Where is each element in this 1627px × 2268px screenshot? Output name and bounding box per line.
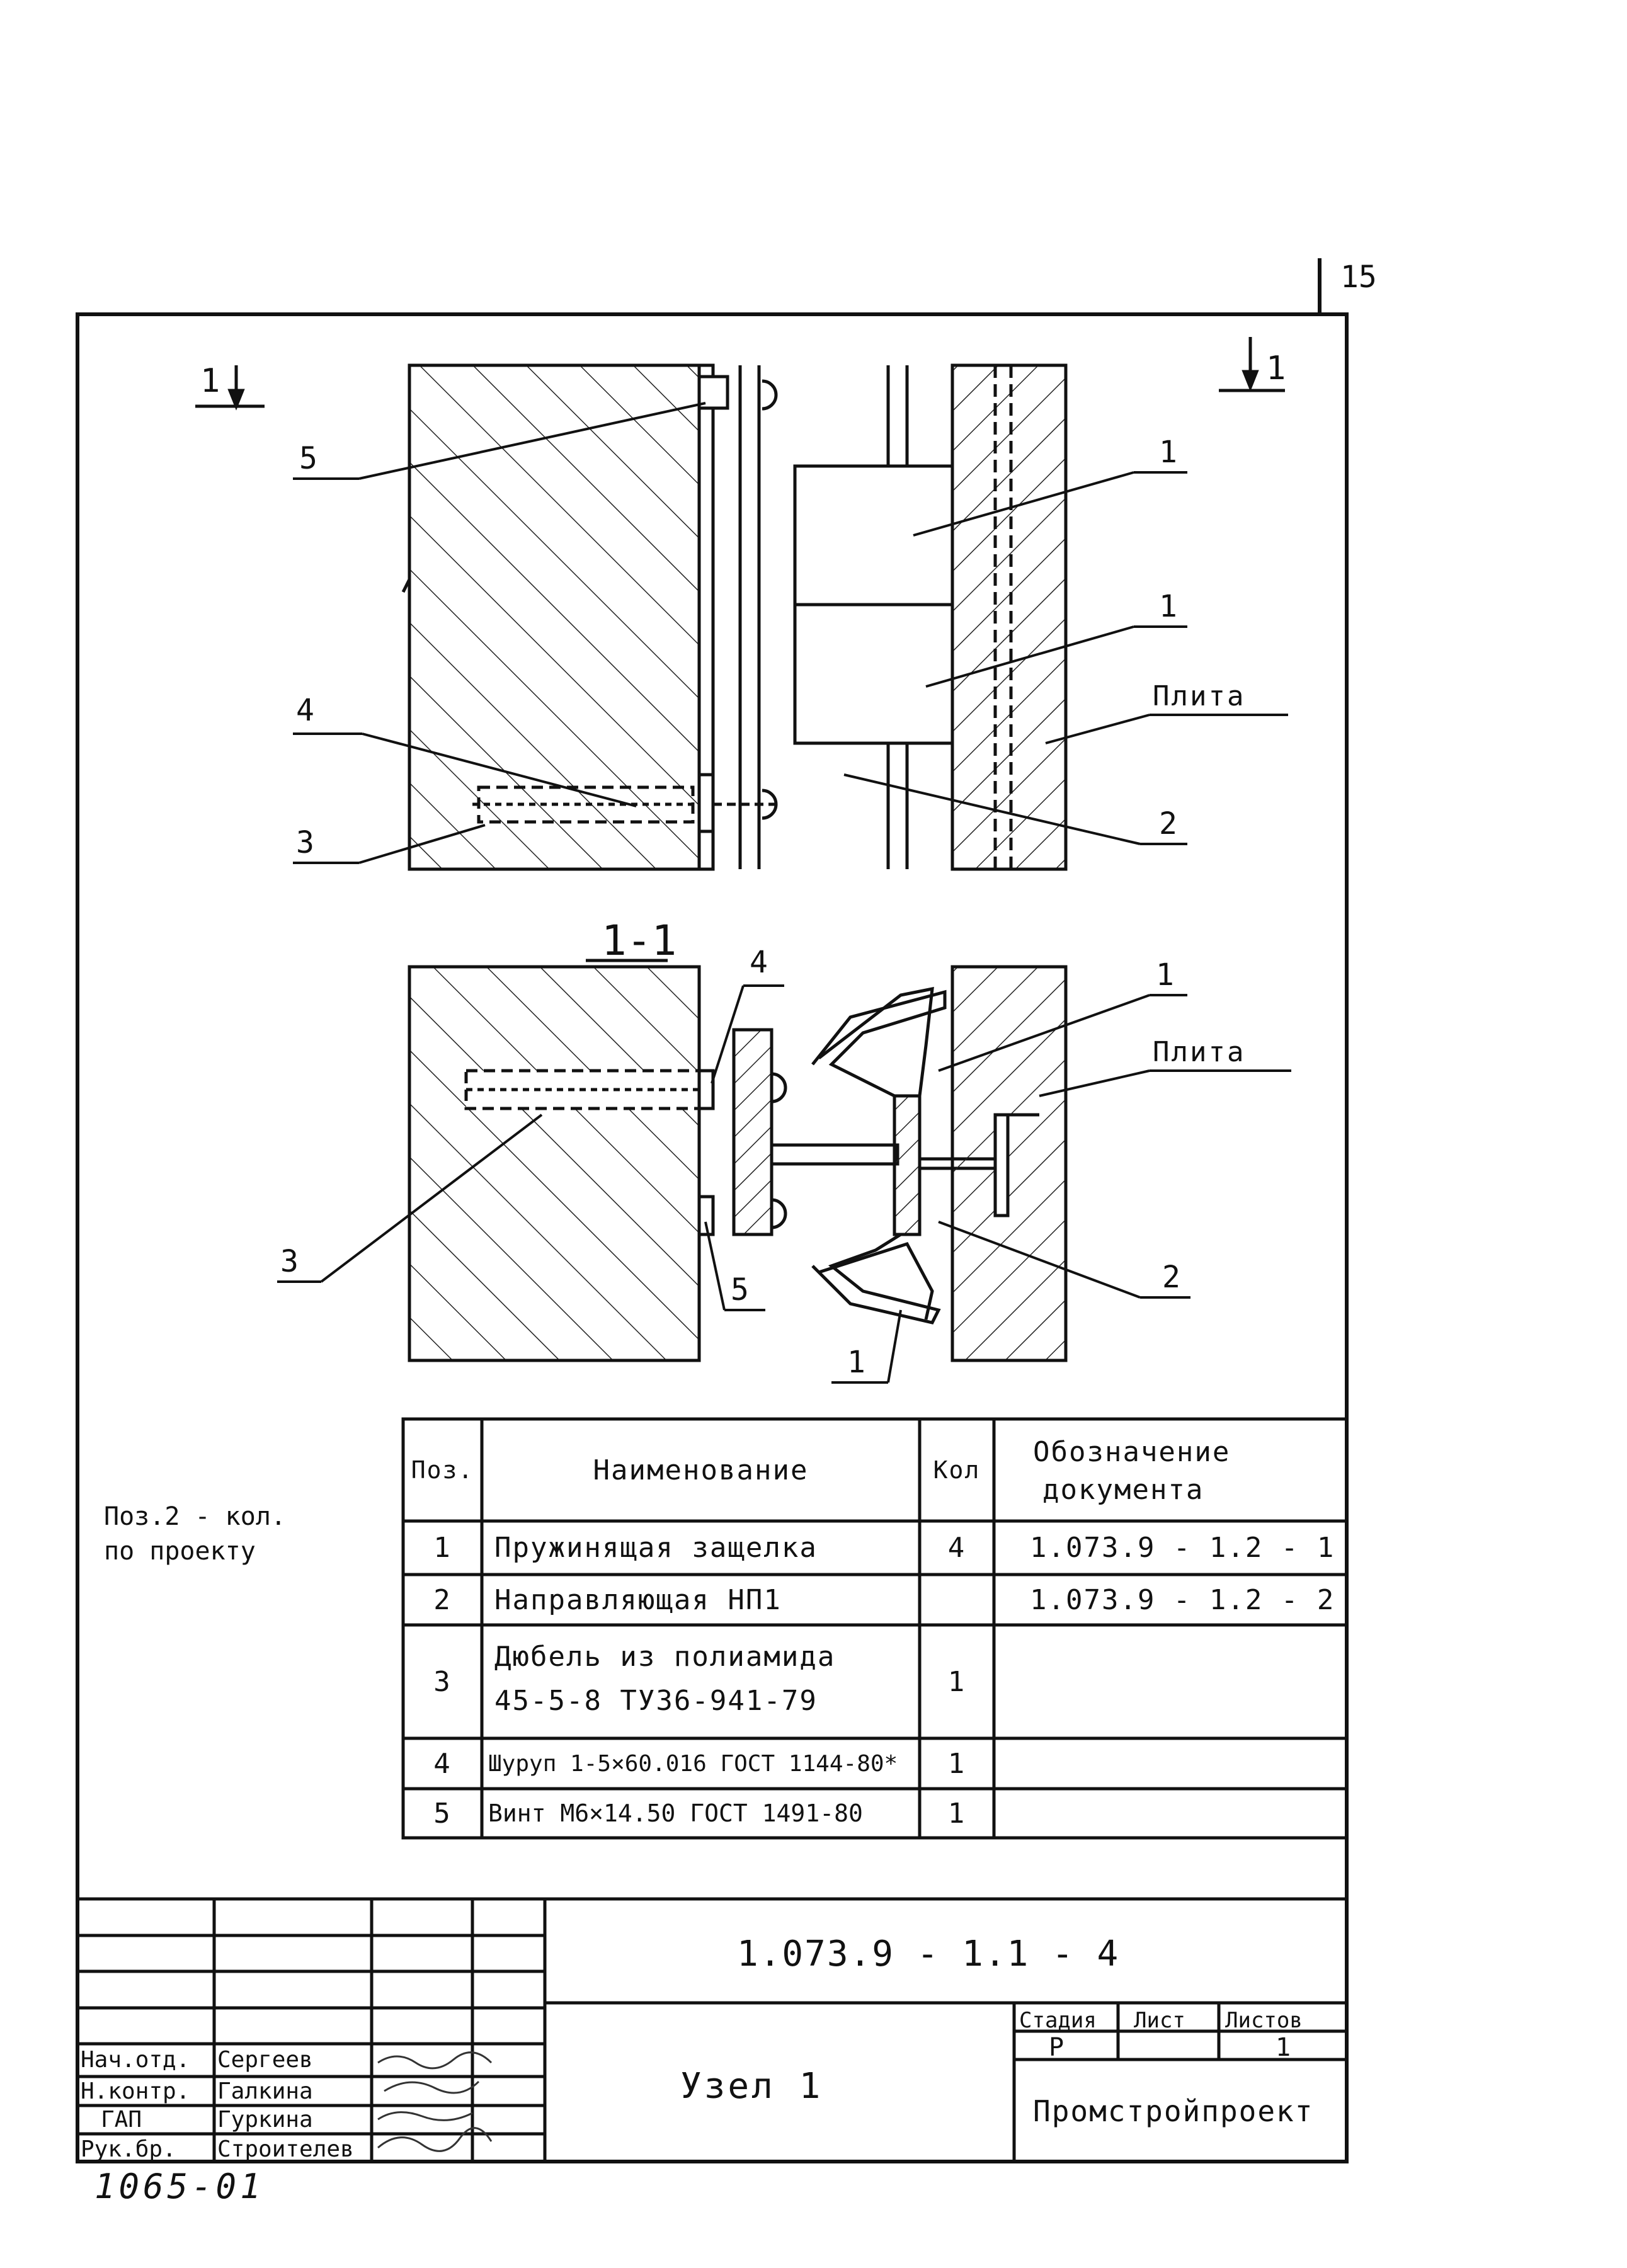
spec-row-4-name: Шуруп 1-5×60.016 ГОСТ 1144-80* [488,1750,898,1777]
callout-top-4: 4 [296,693,314,728]
callout-sec-4: 4 [750,945,768,980]
spec-row-3-pos: 3 [433,1665,452,1698]
spec-row-1-doc: 1.073.9 - 1.2 - 1 [1030,1532,1335,1564]
signature-role-2: Н.контр. [81,2078,190,2104]
drawing-title: Узел 1 [680,2066,823,2107]
signature-name-4: Строителев [217,2136,354,2162]
sheets-label: Листов [1225,2008,1303,2033]
callout-sec-2: 2 [1162,1260,1180,1295]
section-leaders [277,984,1291,1384]
spec-row-3-name-2: 45-5-8 ТУ36-941-79 [494,1685,818,1717]
spec-row-4-doc [1030,1738,1345,1789]
callout-sec-3: 3 [280,1244,299,1279]
spec-table-grid [401,1417,1349,1840]
spec-header-pos: Поз. [411,1456,474,1484]
callout-top-3: 3 [296,825,314,860]
spec-header-qty: Кол [933,1456,981,1484]
spec-row-2-doc: 1.073.9 - 1.2 - 2 [1030,1583,1335,1616]
section-mark-right: 1 [1266,350,1286,387]
callout-top-slab: Плита [1153,680,1246,712]
signature-name-1: Сергеев [217,2047,313,2073]
spec-row-1-qty: 4 [947,1532,966,1564]
spec-row-5-doc [1030,1789,1345,1838]
sheet-frame [76,258,1349,2163]
section-mark-left: 1 [200,362,220,400]
spec-row-5-pos: 5 [433,1797,452,1830]
spec-row-1-name: Пружинящая защелка [494,1532,818,1564]
top-view [401,363,1068,871]
inventory-number: 1065-01 [94,2167,265,2206]
signature-scribbles [377,2051,493,2152]
spec-row-5-name: Винт М6×14.50 ГОСТ 1491-80 [488,1799,863,1827]
stage-label: Стадия [1019,2008,1097,2033]
callout-top-1a: 1 [1159,435,1177,470]
callout-sec-1a: 1 [1156,957,1174,993]
top-view-leaders [293,402,1288,864]
spec-row-3-name: Дюбель из полиамида [494,1641,836,1673]
spec-row-4-qty: 1 [947,1747,966,1780]
signature-role-1: Нач.отд. [81,2047,190,2073]
spec-row-5-qty: 1 [947,1797,966,1830]
note-line-2: по проекту [104,1537,256,1566]
spec-header-doc-1: Обозначение [1033,1436,1231,1468]
title-block-grid [77,1897,1347,2162]
section-title: 1-1 [602,916,677,965]
spec-header-doc-2: документа [1042,1474,1204,1506]
spec-row-1-pos: 1 [433,1532,452,1564]
section-markers [195,337,1285,962]
callout-top-5: 5 [299,441,317,476]
callout-top-1b: 1 [1159,589,1177,624]
spec-row-3-qty: 1 [947,1665,966,1698]
sheet-label: Лист [1134,2008,1185,2033]
spec-row-4-pos: 4 [433,1747,452,1780]
document-designation: 1.073.9 - 1.1 - 4 [737,1934,1120,1975]
callout-sec-slab: Плита [1153,1036,1246,1068]
signature-role-3: ГАП [101,2107,142,2133]
callout-sec-1b: 1 [847,1345,865,1380]
sheet-number: 15 [1340,259,1377,295]
spec-row-3-doc [1030,1625,1345,1738]
signature-name-2: Галкина [217,2078,313,2104]
sheets-value: 1 [1276,2033,1291,2062]
spec-row-2-name: Направляющая НП1 [494,1583,782,1616]
signature-role-4: Рук.бр. [81,2136,176,2162]
callout-top-2: 2 [1159,806,1177,841]
note-line-1: Поз.2 - кол. [104,1502,286,1531]
signature-name-3: Гуркина [217,2107,313,2133]
spec-row-2-pos: 2 [433,1583,452,1616]
spec-header-name: Наименование [593,1454,809,1486]
stage-value: Р [1049,2033,1065,2062]
callout-sec-5: 5 [731,1272,749,1308]
spec-row-2-qty [920,1575,994,1625]
organization-name: Промстройпроект [1033,2094,1314,2128]
